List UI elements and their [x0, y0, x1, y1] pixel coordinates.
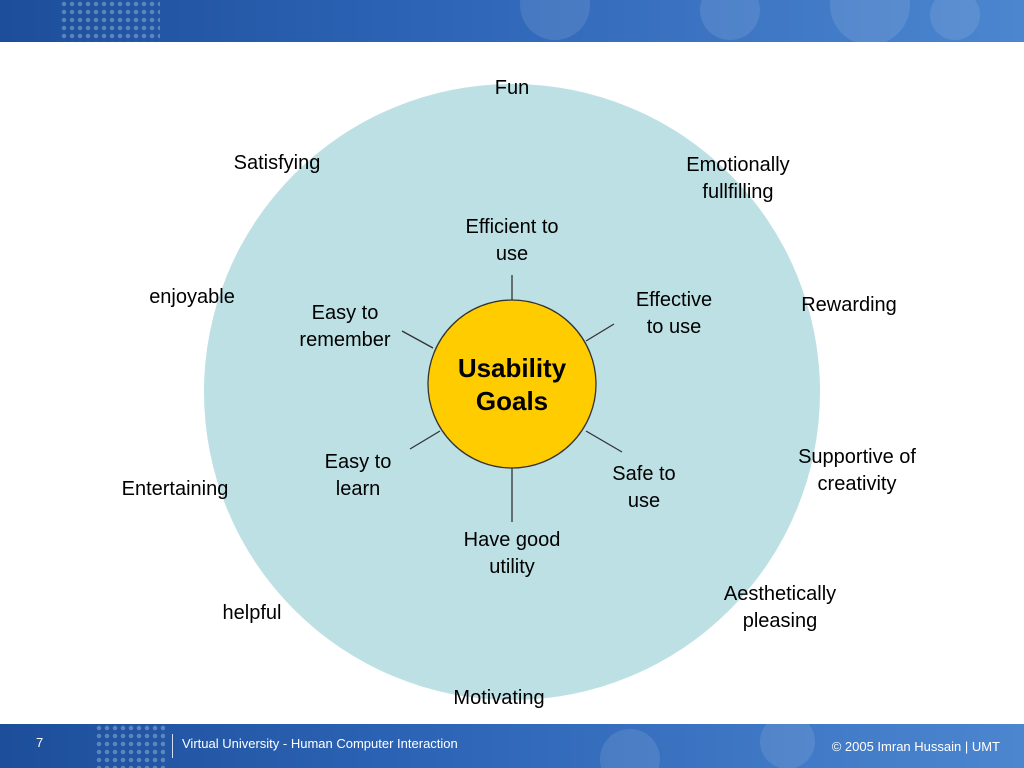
course-title: Virtual University - Human Computer Inte…: [182, 736, 458, 751]
copyright: © 2005 Imran Hussain | UMT: [831, 739, 1000, 754]
top-banner: [0, 0, 1024, 42]
goal-efficient: Efficient to use: [465, 216, 559, 265]
goal-effective: Effective to use: [635, 289, 713, 338]
ux-goal-emotionally-fullfilling: Emotionally fullfilling: [686, 154, 790, 203]
center-label-line2: Goals: [475, 386, 549, 416]
goal-learn: Easy to learn: [324, 451, 392, 500]
connector-safe: [585, 430, 623, 453]
ux-goal-fun: Fun: [494, 77, 530, 99]
ux-goal-aesthetically-pleasing: Aesthetically pleasing: [723, 583, 837, 632]
center-label-line1: Usability: [457, 353, 567, 383]
connectors: [401, 275, 623, 522]
connector-remember: [401, 330, 434, 349]
ux-goal-rewarding: Rewarding: [801, 294, 897, 316]
center-label: Usability Goals: [458, 352, 566, 418]
goal-remember: Easy to remember: [299, 302, 391, 351]
slide-number: 7: [36, 735, 44, 750]
ux-goal-satisfying: Satisfying: [233, 152, 321, 174]
ux-goal-motivating: Motivating: [453, 687, 545, 709]
footer-bar: [0, 724, 1024, 768]
center-circle: [427, 299, 597, 469]
ux-goal-supportive-of-creativity: Supportive of creativity: [798, 446, 916, 495]
goal-utility: Have good utility: [463, 529, 561, 578]
ux-goal-enjoyable: enjoyable: [149, 286, 235, 308]
goal-safe: Safe to use: [612, 463, 676, 512]
ux-goal-entertaining: Entertaining: [121, 478, 229, 500]
connector-learn: [409, 430, 441, 450]
footer-divider: [172, 734, 173, 758]
ux-goal-helpful: helpful: [222, 602, 282, 624]
connector-effective: [585, 323, 615, 342]
